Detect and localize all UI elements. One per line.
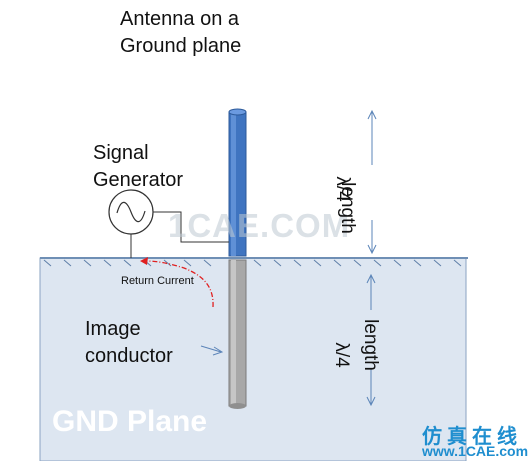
watermark-corner-cn: 仿真在线 [422,424,522,448]
signal-generator-label: Signal Generator [93,142,184,191]
image-conductor-highlight [231,260,236,406]
lower-length-label: length [360,319,381,371]
antenna-top [228,108,247,116]
lower-dimension-arrow [366,273,376,407]
feed-wire [153,211,229,243]
return-current-label: Return Current [121,275,194,287]
watermark-corner-site: www.1CAE.com [422,443,529,459]
ground-hatching [43,259,462,267]
image-conductor-pointer [200,345,224,356]
return-current-path [144,260,214,308]
watermark-center: 1CAE.COM [168,207,351,244]
upper-length-label: length [337,182,358,234]
antenna-highlight [231,112,236,256]
image-conductor-base [229,403,246,409]
image-conductor-label: Image conductor [85,318,173,367]
lower-lambda-label: λ/4 [331,342,352,368]
ground-plane [39,257,467,461]
gnd-plane-label: GND Plane [52,405,208,438]
return-current-arrowhead [140,257,148,265]
upper-dimension-arrow [367,109,377,255]
sine-wave-icon [116,201,146,223]
diagram-title: Antenna on a Ground plane [120,8,242,57]
